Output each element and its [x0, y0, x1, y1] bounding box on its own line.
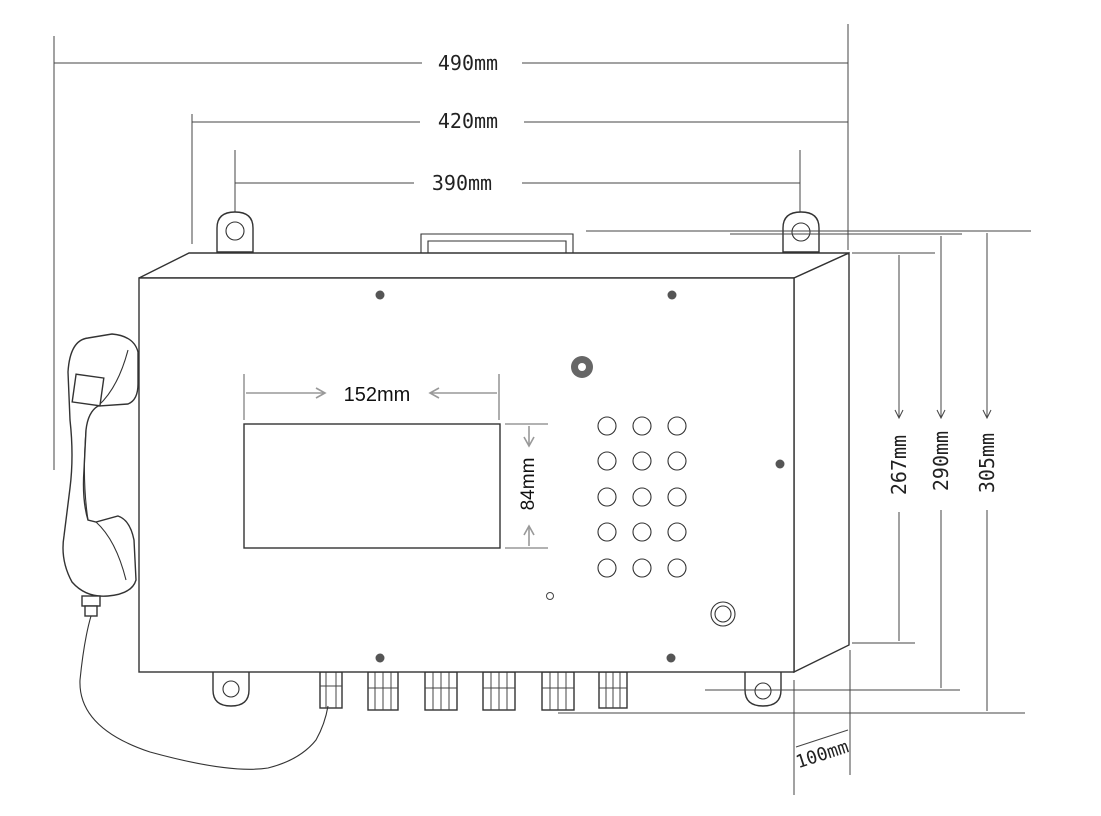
indicator-lamp: [571, 356, 593, 378]
mounting-lug-bottom-right: [744, 669, 782, 707]
cable-gland: [541, 671, 575, 711]
dimension-depth: 100mm: [793, 650, 851, 795]
keypad-key: [632, 522, 652, 542]
cable-gland: [598, 671, 628, 709]
depth-label: 100mm: [793, 736, 851, 773]
screw: [667, 290, 677, 300]
keypad-key: [597, 416, 617, 436]
overall-width-label: 490mm: [438, 51, 498, 75]
keypad: [597, 416, 687, 578]
cable-gland: [482, 671, 516, 711]
keypad-key: [632, 451, 652, 471]
dimension-overall-width: 490mm: [53, 24, 849, 470]
handset: [62, 333, 139, 617]
screen-width-label: 152mm: [344, 384, 411, 406]
lug-height-label: 290mm: [929, 431, 953, 491]
cable-glands: [319, 671, 628, 711]
body-height-label: 267mm: [887, 435, 911, 495]
keypad-key: [667, 522, 687, 542]
screw: [666, 653, 676, 663]
handset-cord: [79, 615, 329, 770]
keypad-key: [597, 558, 617, 578]
dimension-screen-width: 152mm: [243, 374, 500, 420]
display-screen: [243, 423, 501, 549]
keypad-key: [632, 487, 652, 507]
keypad-key: [667, 558, 687, 578]
enclosure-top-face: [138, 252, 850, 279]
keypad-key: [597, 522, 617, 542]
keypad-key: [667, 416, 687, 436]
speaker-knob: [710, 601, 736, 627]
dimension-lug-height: 290mm: [929, 236, 953, 688]
dimension-hole-spacing: 390mm: [234, 150, 801, 232]
hole-spacing-label: 390mm: [432, 171, 492, 195]
cable-gland: [319, 671, 343, 709]
microphone-hole: [546, 592, 554, 600]
screw: [375, 290, 385, 300]
screws: [375, 290, 785, 663]
cable-gland: [367, 671, 399, 711]
dimension-overall-height: 305mm: [975, 233, 999, 711]
keypad-key: [632, 416, 652, 436]
screw: [375, 653, 385, 663]
keypad-key: [632, 558, 652, 578]
keypad-key: [667, 451, 687, 471]
mounting-lug-top-right: [782, 211, 820, 253]
extension-lines-right: [558, 230, 1031, 714]
dimension-lug-width: 420mm: [191, 109, 848, 244]
keypad-key: [597, 487, 617, 507]
dimension-screen-height: 84mm: [505, 423, 548, 549]
screen-height-label: 84mm: [518, 458, 539, 511]
keypad-key: [597, 451, 617, 471]
overall-height-label: 305mm: [975, 433, 999, 493]
screw: [775, 459, 785, 469]
lug-width-label: 420mm: [438, 109, 498, 133]
cable-gland: [424, 671, 458, 711]
mounting-lug-bottom-left: [212, 669, 250, 707]
keypad-key: [667, 487, 687, 507]
mounting-lug-top-left: [216, 211, 254, 253]
enclosure-side-face: [793, 251, 850, 674]
dimension-body-height: 267mm: [887, 255, 911, 641]
